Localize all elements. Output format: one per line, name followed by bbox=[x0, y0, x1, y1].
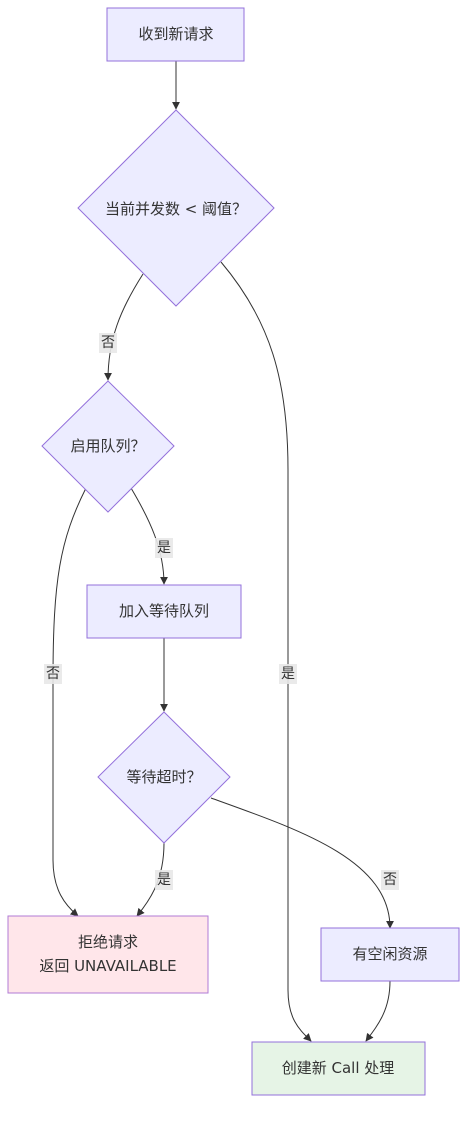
node-receive-request: 收到新请求 bbox=[106, 7, 245, 62]
edge-labels: 否 是 否 是 是 否 bbox=[44, 333, 399, 890]
svg-text:是: 是 bbox=[281, 666, 295, 682]
edge-label-concurrency-no: 否 bbox=[99, 333, 117, 353]
edge-label-queue-yes: 是 bbox=[155, 538, 173, 558]
edge-label-timeout-yes: 是 bbox=[155, 870, 173, 890]
edge-queue-enabled-to-join bbox=[130, 487, 168, 585]
svg-text:拒绝请求: 拒绝请求 bbox=[78, 933, 138, 951]
svg-text:是: 是 bbox=[157, 540, 171, 556]
edge-queue-enabled-to-reject bbox=[52, 487, 87, 917]
svg-text:等待超时？: 等待超时？ bbox=[126, 768, 201, 786]
svg-text:当前并发数 < 阈值？: 当前并发数 < 阈值？ bbox=[105, 200, 247, 218]
edge-label-concurrency-yes: 是 bbox=[279, 664, 297, 684]
svg-text:返回 UNAVAILABLE: 返回 UNAVAILABLE bbox=[39, 957, 176, 975]
node-wait-timeout: 等待超时？ bbox=[97, 711, 231, 844]
node-join-queue: 加入等待队列 bbox=[86, 584, 242, 639]
node-queue-enabled: 启用队列？ bbox=[41, 380, 175, 513]
svg-text:是: 是 bbox=[157, 872, 171, 888]
edge-timeout-to-idle bbox=[210, 797, 394, 929]
svg-text:有空闲资源: 有空闲资源 bbox=[352, 945, 427, 963]
node-reject-request: 拒绝请求 返回 UNAVAILABLE bbox=[7, 915, 209, 994]
svg-text:否: 否 bbox=[101, 335, 115, 351]
edges bbox=[52, 61, 394, 1042]
svg-text:加入等待队列: 加入等待队列 bbox=[119, 602, 209, 620]
edge-idle-to-create-call bbox=[365, 980, 391, 1042]
node-idle-resource: 有空闲资源 bbox=[320, 927, 460, 982]
edge-label-queue-no: 否 bbox=[44, 664, 62, 684]
edge-check-to-queue-enabled bbox=[104, 273, 144, 381]
node-create-call: 创建新 Call 处理 bbox=[251, 1041, 426, 1096]
edge-check-to-create-call bbox=[220, 261, 312, 1042]
svg-text:收到新请求: 收到新请求 bbox=[138, 25, 213, 43]
svg-text:否: 否 bbox=[46, 666, 60, 682]
svg-text:创建新 Call 处理: 创建新 Call 处理 bbox=[282, 1059, 395, 1077]
node-check-concurrency: 当前并发数 < 阈值？ bbox=[77, 109, 275, 307]
edge-label-timeout-no: 否 bbox=[381, 870, 399, 890]
svg-text:启用队列？: 启用队列？ bbox=[70, 437, 145, 455]
svg-text:否: 否 bbox=[383, 872, 397, 888]
